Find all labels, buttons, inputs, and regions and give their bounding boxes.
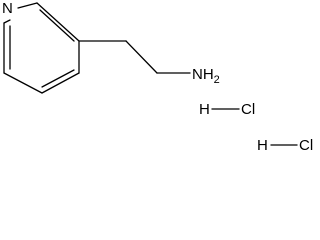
amine-label: NH2 bbox=[192, 66, 220, 86]
hcl-2-chlorine: Cl bbox=[299, 137, 313, 154]
amine-element: NH bbox=[192, 66, 214, 83]
bond-ch2-ch2 bbox=[125, 40, 158, 74]
bond-c4-c5 bbox=[41, 72, 80, 94]
hcl-2-hydrogen: H bbox=[257, 137, 268, 154]
bond-c2-c3-double bbox=[39, 9, 75, 42]
bond-c2-c3 bbox=[36, 2, 80, 42]
bond-n1-c2 bbox=[17, 2, 38, 9]
ring-nitrogen-label: N bbox=[2, 0, 13, 17]
ethylamine-chain bbox=[78, 40, 191, 74]
hcl-salt-2: H Cl bbox=[257, 137, 313, 154]
hcl-salt-1: H Cl bbox=[199, 101, 255, 118]
hcl-1-chlorine: Cl bbox=[241, 101, 255, 118]
amine-subscript: 2 bbox=[214, 74, 220, 86]
hcl-1-hydrogen: H bbox=[199, 101, 210, 118]
bond-c4-c5-double bbox=[41, 69, 75, 88]
bond-c5-c6 bbox=[3, 72, 43, 94]
pyridine-ring bbox=[3, 2, 80, 94]
bond-n1-top bbox=[3, 19, 11, 24]
chemical-structure-diagram: N NH2 H Cl H Cl bbox=[2, 0, 313, 154]
